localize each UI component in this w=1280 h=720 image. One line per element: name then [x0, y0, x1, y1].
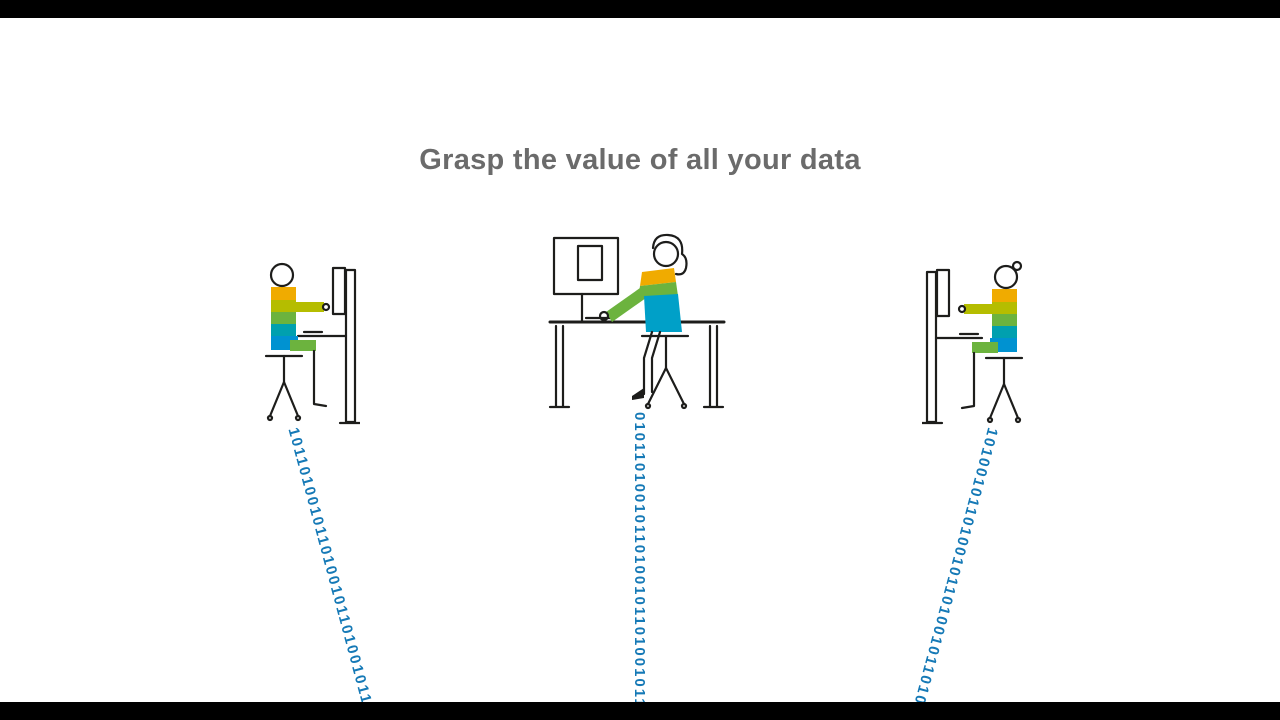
leg: [960, 351, 976, 410]
person-at-desk-facing-left-icon: [920, 260, 1024, 425]
head: [269, 262, 295, 288]
shoe: [632, 388, 644, 400]
arm: [296, 302, 324, 312]
stool-icon: [264, 354, 304, 422]
hair: [651, 233, 688, 276]
leg: [312, 349, 328, 408]
desk-icon: [920, 268, 984, 425]
monitor-icon: [331, 266, 347, 316]
head: [652, 240, 680, 268]
binary-data-stream-left: 10110100101101001011010010110100101101: [284, 425, 402, 702]
woman-at-desk-facing-left-icon: [548, 233, 726, 410]
scene: Grasp the value of all your data: [0, 18, 1280, 702]
illustration-person-left: [260, 256, 362, 433]
person-at-desk-facing-right-icon: [264, 262, 362, 425]
hair-bun: [1011, 260, 1023, 272]
binary-data-stream-right: 10100101101001011010010110100101101001: [883, 425, 1001, 702]
illustration-person-right: [920, 260, 1030, 433]
arm: [964, 304, 992, 314]
hand: [321, 302, 331, 312]
hand: [957, 304, 967, 314]
binary-data-stream-center: 01011010010110100101101001011010010110: [631, 412, 648, 702]
monitor-icon: [552, 236, 620, 323]
stool-icon: [984, 356, 1024, 424]
scene-title: Grasp the value of all your data: [419, 144, 861, 176]
chair-icon: [640, 334, 690, 410]
person-figure: [269, 262, 331, 408]
person-figure: [598, 233, 688, 400]
thigh: [972, 342, 998, 353]
illustration-person-center: [548, 228, 728, 417]
desk-icon: [296, 266, 362, 425]
head: [993, 264, 1019, 290]
arm: [606, 288, 646, 322]
monitor-icon: [935, 268, 951, 318]
letterbox-top: [0, 0, 1280, 18]
hand: [598, 310, 610, 322]
letterbox-bottom: [0, 702, 1280, 720]
thigh: [290, 340, 316, 351]
person-figure: [957, 260, 1023, 410]
leg: [642, 330, 654, 396]
skirt: [644, 294, 682, 332]
